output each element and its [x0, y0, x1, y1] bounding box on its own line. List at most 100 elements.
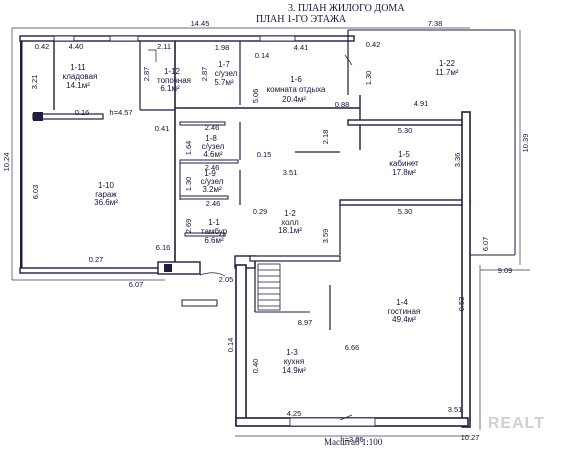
dim-label: 2.46 — [206, 199, 221, 208]
plan-title: 3. ПЛАН ЖИЛОГО ДОМА — [288, 3, 405, 14]
room-1-5-id: 1-5 — [398, 150, 410, 159]
room-1-2-name: холл — [281, 218, 299, 227]
dimension-lines — [11, 27, 530, 437]
room-1-4-area: 49.4м² — [392, 315, 416, 324]
dim-label: 2.87 — [142, 67, 151, 82]
dimension-labels: 14.45 7.38 0.42 4.40 2.11 1.98 4.41 0.42… — [35, 19, 513, 444]
dim-label: 2.46 — [205, 123, 220, 132]
dim-label: 0.29 — [253, 207, 268, 216]
dim-label: 0.15 — [257, 150, 272, 159]
dim-label: 9.09 — [498, 266, 513, 275]
dim-label: 10.24 — [2, 153, 11, 172]
dim-label: 3.51 — [448, 405, 463, 414]
dim-label: 4.41 — [294, 43, 309, 52]
dim-label: 1.98 — [215, 43, 230, 52]
room-1-10-id: 1-10 — [98, 181, 115, 190]
room-1-1-id: 1-1 — [208, 218, 220, 227]
room-1-3-name: кухня — [284, 357, 304, 366]
dim-label: 5.30 — [398, 207, 413, 216]
dim-label: h=4.57 — [109, 108, 132, 117]
dim-label: 2.46 — [205, 163, 220, 172]
vertical-dimension-labels: 3.21 2.87 2.87 5.06 1.30 10.24 10.39 2.1… — [2, 67, 530, 374]
room-1-7-id: 1-7 — [218, 60, 230, 69]
room-1-4-id: 1-4 — [396, 298, 408, 307]
room-1-9-id: 1-9 — [204, 169, 216, 178]
dim-label: 0.27 — [89, 255, 104, 264]
dim-label: 0.14 — [226, 338, 235, 353]
dim-label: 1.30 — [364, 71, 373, 86]
dim-label: 2.05 — [219, 275, 234, 284]
room-1-8-id: 1-8 — [205, 134, 217, 143]
room-1-3-id: 1-3 — [286, 348, 298, 357]
room-1-6-id: 1-6 — [290, 75, 302, 84]
dim-label: 3.59 — [321, 229, 330, 244]
room-1-9-name: с/узел — [201, 177, 224, 186]
scale-label: Масштаб 1:100 — [324, 437, 383, 447]
dim-label: 1.64 — [184, 141, 193, 156]
room-1-11-area: 14.1м² — [66, 81, 90, 90]
dim-label: 3.51 — [283, 168, 298, 177]
plan-subtitle: ПЛАН 1-ГО ЭТАЖА — [256, 14, 347, 25]
room-labels: 1-11 кладовая 14.1м² 1-12 топочная 6.1м²… — [63, 59, 459, 375]
dim-label: 14.45 — [191, 19, 210, 28]
room-1-2-id: 1-2 — [284, 209, 296, 218]
dim-label: 1.30 — [184, 177, 193, 192]
dim-label: 0.41 — [155, 124, 170, 133]
dim-label: 0.88 — [335, 100, 350, 109]
dim-label: 6.16 — [156, 243, 171, 252]
dim-label: 0.42 — [35, 42, 50, 51]
dim-label: 2.87 — [200, 67, 209, 82]
room-1-12-id: 1-12 — [164, 67, 181, 76]
dim-label: 6.03 — [31, 185, 40, 200]
dim-label: 0.42 — [366, 40, 381, 49]
dim-label: 6.66 — [345, 343, 360, 352]
dim-label: 0.40 — [251, 359, 260, 374]
room-1-2-area: 18.1м² — [278, 226, 302, 235]
room-1-7-area: 5.7м² — [214, 78, 234, 87]
dim-label: 5.30 — [398, 126, 413, 135]
dim-label: 3.21 — [30, 75, 39, 90]
dim-label: 10.27 — [461, 433, 480, 442]
dim-label: 5.06 — [251, 89, 260, 104]
walls — [19, 29, 516, 428]
room-1-10-area: 36.6м² — [94, 198, 118, 207]
room-1-6-name: комната отдыха — [267, 85, 326, 94]
dim-label: 4.40 — [69, 42, 84, 51]
room-1-1-name: тамбур — [201, 227, 228, 236]
dim-label: 3.36 — [453, 153, 462, 168]
room-1-6-area: 20.4м² — [282, 95, 306, 104]
room-1-22-area: 11.7м² — [435, 68, 458, 77]
room-1-1-area: 6.6м² — [204, 236, 224, 245]
dim-label: 0.53 — [457, 297, 466, 312]
room-1-10-name: гараж — [95, 190, 117, 199]
dim-label: 6.07 — [481, 237, 490, 252]
room-1-7-name: с/узел — [215, 69, 238, 78]
room-1-9-area: 3.2м² — [202, 185, 222, 194]
room-1-22-id: 1-22 — [439, 59, 456, 68]
dim-label: 2.18 — [321, 130, 330, 145]
dim-label: h=3.06 — [340, 435, 363, 444]
room-1-12-name: топочная — [157, 76, 191, 85]
dim-label: 7.38 — [428, 19, 443, 28]
door-arcs — [148, 49, 353, 421]
room-1-11-name: кладовая — [63, 72, 98, 81]
dim-label: 0.14 — [255, 51, 270, 60]
dim-label: 2.11 — [157, 42, 171, 51]
stairs — [257, 263, 281, 311]
room-1-8-area: 4.6м² — [203, 150, 223, 159]
dim-label: 10.39 — [521, 134, 530, 153]
realt-watermark: REALT — [487, 415, 545, 432]
dim-label: 0.16 — [75, 108, 90, 117]
dim-label: 8.97 — [298, 318, 313, 327]
room-1-4-name: гостиная — [388, 307, 421, 316]
room-1-3-area: 14.9м² — [282, 366, 306, 375]
room-1-8-name: с/узел — [202, 142, 225, 151]
dim-label: 2.69 — [184, 219, 193, 234]
dim-label: 6.07 — [129, 280, 144, 289]
dim-label: 4.25 — [287, 409, 302, 418]
room-1-11-id: 1-11 — [70, 63, 86, 72]
room-1-12-area: 6.1м² — [160, 84, 180, 93]
dim-label: 4.91 — [414, 99, 429, 108]
